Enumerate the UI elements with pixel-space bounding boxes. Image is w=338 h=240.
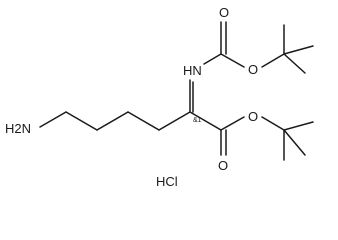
stereo-label: &1	[193, 117, 202, 124]
bond-oether-tbu2-c	[261, 116, 285, 131]
bond-ester-c-oether	[220, 116, 245, 131]
carbamate-ether-oxygen-label: O	[248, 62, 258, 77]
bond-calpha-ester-c	[189, 111, 222, 131]
salt-label: HCl	[156, 174, 178, 189]
ester-carbonyl-oxygen-label: O	[218, 158, 228, 173]
bond-carbamate-c-oether	[220, 53, 245, 68]
bond-c4-calpha	[158, 111, 191, 131]
amine-label: H2N	[5, 121, 31, 136]
carbamate-carbonyl-oxygen-label: O	[219, 5, 229, 20]
bond-n-c1	[39, 111, 67, 128]
bond-oether-tbu-c	[261, 53, 285, 68]
carbamate-nh-label: HN	[183, 63, 202, 78]
bond-c3-c4	[127, 111, 160, 131]
bond-tbu1-methyl-lower	[283, 53, 306, 74]
bond-c2-c3	[96, 111, 129, 131]
bond-nh-carbamate-c	[203, 53, 222, 65]
bond-tbu2-methyl-right	[283, 121, 314, 131]
bond-tbu2-methyl-lower	[283, 129, 306, 156]
bond-tbu1-methyl-right	[283, 45, 314, 55]
ester-ether-oxygen-label: O	[248, 109, 258, 124]
bond-c1-c2	[65, 111, 98, 131]
chemical-structure-diagram: H2N HN O O O O &1 HCl	[5, 5, 314, 189]
